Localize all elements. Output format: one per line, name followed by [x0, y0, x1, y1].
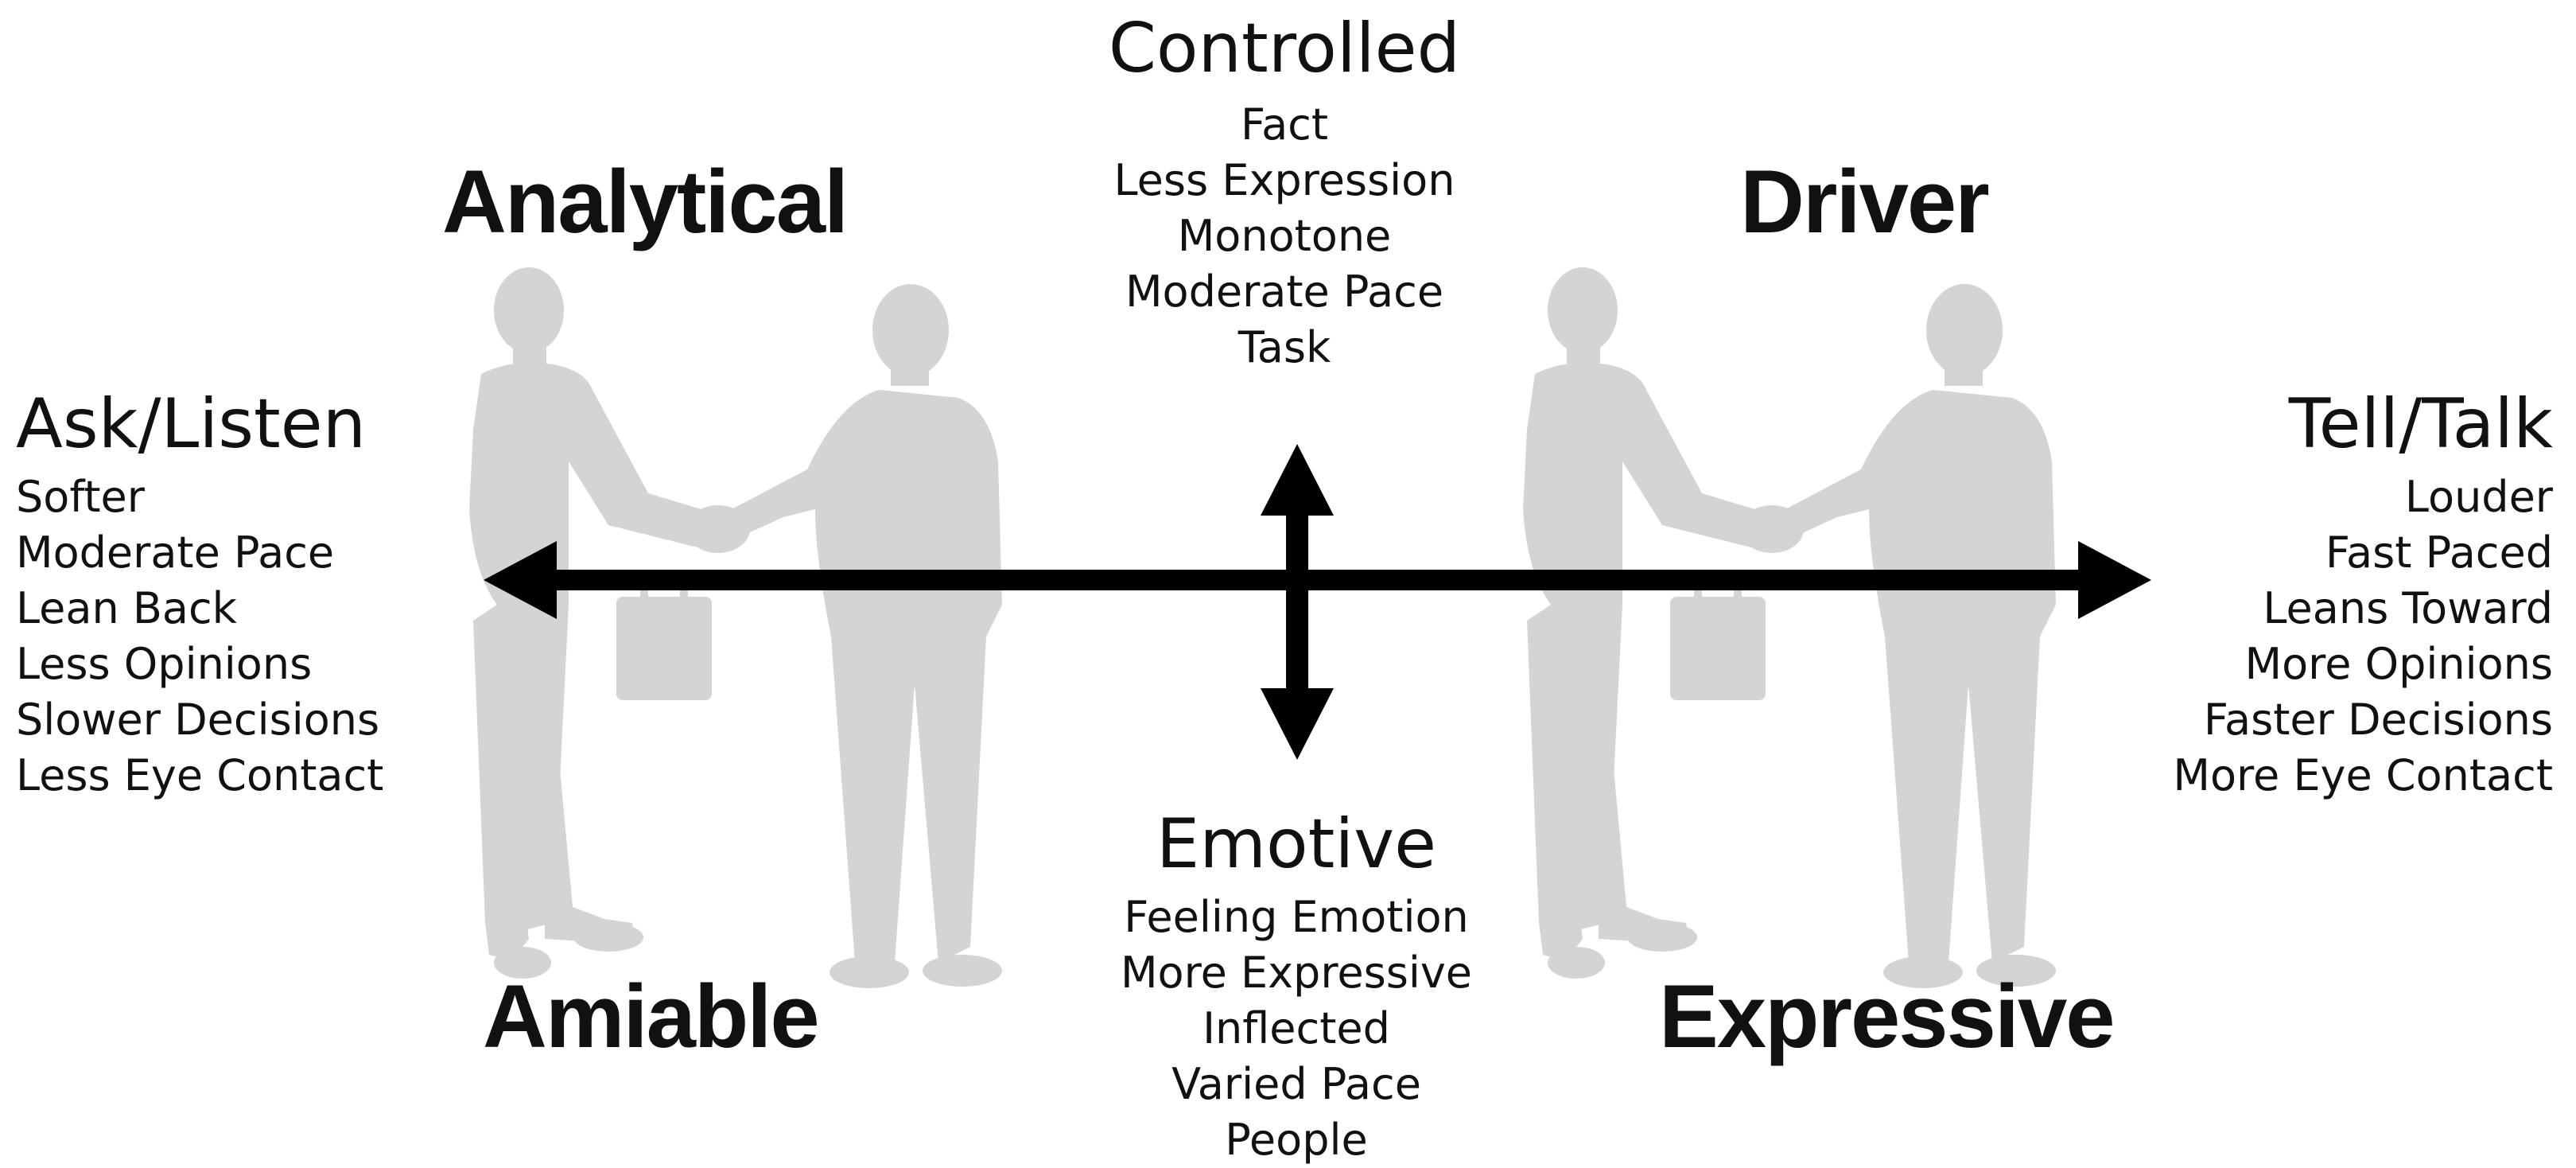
- axis-bottom-trait: More Expressive: [1120, 948, 1473, 998]
- axis-bottom-group: Emotive Feeling Emotion More Expressive …: [1050, 810, 1543, 1168]
- axis-right-trait: Louder: [2404, 472, 2553, 522]
- axis-bottom-trait: People: [1225, 1115, 1368, 1165]
- axis-right-trait: More Opinions: [2244, 639, 2553, 689]
- axis-left-trait: Slower Decisions: [16, 695, 380, 745]
- axis-right-title: Tell/Talk: [2288, 384, 2553, 464]
- handshake-silhouette-left: [469, 267, 1002, 988]
- quadrant-driver: Driver: [1740, 152, 1990, 251]
- quadrant-analytical: Analytical: [442, 152, 849, 251]
- axis-bottom-title: Emotive: [1156, 804, 1437, 884]
- axis-top-trait: Moderate Pace: [1125, 267, 1444, 317]
- axis-top-trait: Less Expression: [1113, 155, 1455, 205]
- axis-left-trait: Less Eye Contact: [16, 750, 384, 800]
- handshake-silhouette-right: [1523, 267, 2056, 988]
- vertical-arrow: [1261, 444, 1334, 760]
- axis-bottom-trait: Inflected: [1203, 1003, 1390, 1053]
- axis-left-trait: Lean Back: [16, 583, 237, 633]
- axis-top-trait: Task: [1237, 322, 1331, 372]
- axis-left-trait: Softer: [16, 472, 145, 522]
- axis-left-group: Ask/Listen Softer Moderate Pace Lean Bac…: [16, 390, 461, 804]
- axis-top-title: Controlled: [1108, 9, 1461, 88]
- axis-right-group: Tell/Talk Louder Fast Paced Leans Toward…: [2092, 390, 2553, 804]
- axis-bottom-trait: Feeling Emotion: [1124, 892, 1469, 942]
- axis-top-group: Controlled Fact Less Expression Monotone…: [1042, 14, 1527, 376]
- axis-bottom-trait: Varied Pace: [1171, 1059, 1421, 1109]
- axis-right-trait: Fast Paced: [2325, 528, 2553, 578]
- horizontal-arrow: [484, 541, 2151, 619]
- axis-left-title: Ask/Listen: [16, 384, 367, 464]
- axis-right-trait: Leans Toward: [2263, 583, 2553, 633]
- quadrant-amiable: Amiable: [483, 967, 820, 1066]
- axis-left-trait: Less Opinions: [16, 639, 313, 689]
- axis-right-trait: Faster Decisions: [2203, 695, 2553, 745]
- axis-right-trait: More Eye Contact: [2173, 750, 2553, 800]
- quadrant-expressive: Expressive: [1659, 967, 2116, 1066]
- axis-left-trait: Moderate Pace: [16, 528, 335, 578]
- axis-top-trait: Monotone: [1177, 211, 1392, 261]
- axis-top-trait: Fact: [1240, 99, 1329, 150]
